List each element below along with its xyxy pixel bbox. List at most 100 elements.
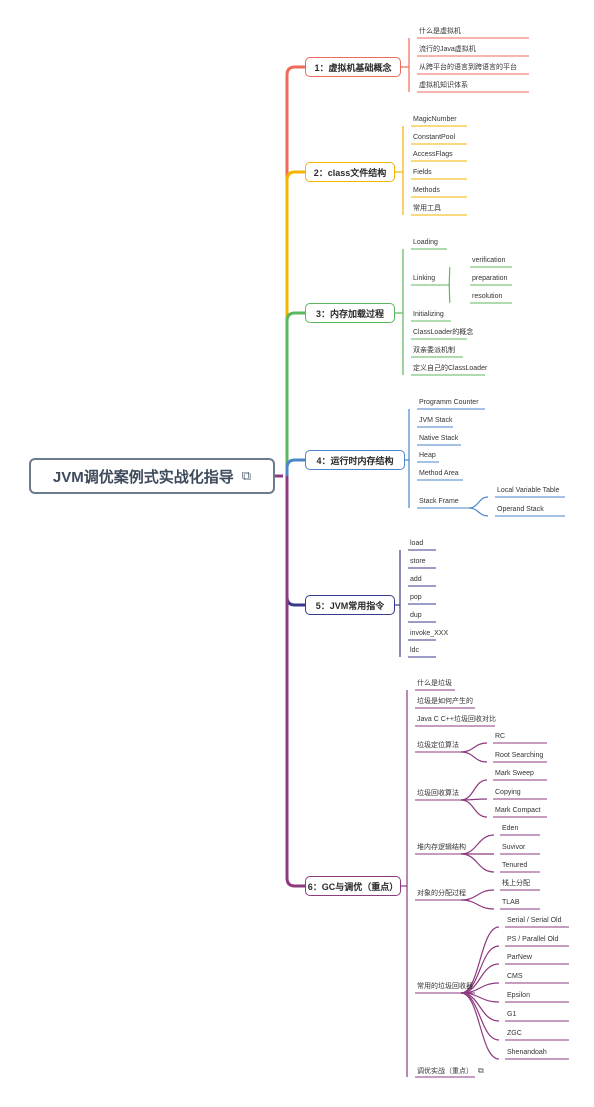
leaf-label: Loading xyxy=(413,239,438,246)
leaf-node[interactable]: 堆内存逻辑结构 xyxy=(417,843,466,853)
leaf-node[interactable]: ClassLoader的概念 xyxy=(413,328,473,338)
leaf-node[interactable]: load xyxy=(410,539,423,549)
connector xyxy=(460,742,488,753)
leaf-node[interactable]: Heap xyxy=(419,451,436,461)
leaf-label: 定义自己的ClassLoader xyxy=(413,365,488,372)
leaf-label: ParNew xyxy=(507,954,532,961)
connector xyxy=(468,507,489,517)
leaf-node[interactable]: Fields xyxy=(413,168,432,178)
leaf-label: PS / Parallel Old xyxy=(507,936,559,943)
leaf-node[interactable]: 垃圾是如何产生的 xyxy=(417,697,473,707)
leaf-node[interactable]: 虚拟机知识体系 xyxy=(419,81,468,91)
leaf-node[interactable]: ConstantPool xyxy=(413,133,455,143)
branch-label: 2：class文件结构 xyxy=(313,167,387,178)
leaf-label: Mark Sweep xyxy=(495,770,534,777)
leaf-node[interactable]: 栈上分配 xyxy=(502,879,530,889)
leaf-node[interactable]: verification xyxy=(472,256,505,266)
leaf-label: MagicNumber xyxy=(413,116,457,123)
leaf-node[interactable]: 对象的分配过程 xyxy=(417,889,466,899)
leaf-node[interactable]: Tenured xyxy=(502,861,527,871)
leaf-node[interactable]: JVM Stack xyxy=(419,416,452,426)
leaf-node[interactable]: Linking xyxy=(413,274,435,284)
leaf-node[interactable]: Mark Sweep xyxy=(495,769,534,779)
leaf-node[interactable]: Stack Frame xyxy=(419,497,459,507)
leaf-label: Native Stack xyxy=(419,435,459,442)
leaf-node[interactable]: TLAB xyxy=(502,898,520,908)
leaf-node[interactable]: Native Stack xyxy=(419,434,458,444)
leaf-node[interactable]: 什么是虚拟机 xyxy=(419,27,461,37)
leaf-node[interactable]: Method Area xyxy=(419,469,459,479)
leaf-node[interactable]: Eden xyxy=(502,824,518,834)
leaf-node[interactable]: ldc xyxy=(410,646,419,656)
leaf-label: Eden xyxy=(502,825,519,832)
leaf-node[interactable]: ZGC xyxy=(507,1029,522,1039)
leaf-node[interactable]: ParNew xyxy=(507,953,532,963)
leaf-node[interactable]: G1 xyxy=(507,1010,516,1020)
leaf-node[interactable]: Epsilon xyxy=(507,991,530,1001)
leaf-node[interactable]: resolution xyxy=(472,292,502,302)
leaf-label: pop xyxy=(410,594,422,601)
branch-node[interactable]: 5：JVM常用指令 xyxy=(305,595,395,615)
leaf-label: Suvivor xyxy=(502,844,526,851)
leaf-label: Initializing xyxy=(413,311,444,318)
leaf-node[interactable]: Initializing xyxy=(413,310,444,320)
connector xyxy=(460,853,495,873)
leaf-node[interactable]: Methods xyxy=(413,186,440,196)
link-icon[interactable]: ⧉ xyxy=(241,468,252,483)
leaf-node[interactable]: CMS xyxy=(507,972,523,982)
leaf-node[interactable]: Suvivor xyxy=(502,843,525,853)
leaf-node[interactable]: pop xyxy=(410,593,422,603)
branch-node[interactable]: 2：class文件结构 xyxy=(305,162,395,182)
leaf-node[interactable]: Java C C++垃圾回收对比 xyxy=(417,715,496,725)
leaf-node[interactable]: AccessFlags xyxy=(413,150,453,160)
connector xyxy=(285,65,305,476)
leaf-node[interactable]: store xyxy=(410,557,426,567)
branch-label: 1：虚拟机基础概念 xyxy=(314,62,392,73)
leaf-node[interactable]: 垃圾回收算法 xyxy=(417,789,459,799)
leaf-label: 常用的垃圾回收器 xyxy=(417,983,473,990)
leaf-label: Copying xyxy=(495,789,521,796)
leaf-node[interactable]: dup xyxy=(410,611,422,621)
leaf-node[interactable]: 垃圾定位算法 xyxy=(417,741,459,751)
leaf-node[interactable]: Root Searching xyxy=(495,751,543,761)
leaf-node[interactable]: Mark Compact xyxy=(495,806,541,816)
branch-node[interactable]: 6：GC与调优（重点） xyxy=(305,876,401,896)
leaf-node[interactable]: Loading xyxy=(413,238,438,248)
leaf-node[interactable]: 常用工具 xyxy=(413,204,441,214)
leaf-node[interactable]: Shenandoah xyxy=(507,1048,547,1058)
connector xyxy=(285,170,305,476)
leaf-node[interactable]: 定义自己的ClassLoader xyxy=(413,364,487,374)
leaf-node[interactable]: Serial / Serial Old xyxy=(507,916,561,926)
link-icon[interactable]: ⧉ xyxy=(478,1066,484,1075)
leaf-node[interactable]: add xyxy=(410,575,422,585)
leaf-node[interactable]: Local Variable Table xyxy=(497,486,559,496)
root-node[interactable]: JVM调优案例式实战化指导 ⧉ xyxy=(29,458,275,494)
leaf-node[interactable]: Programm Counter xyxy=(419,398,479,408)
leaf-label: Epsilon xyxy=(507,992,530,999)
leaf-node[interactable]: MagicNumber xyxy=(413,115,457,125)
leaf-node[interactable]: 常用的垃圾回收器 xyxy=(417,982,473,992)
leaf-node[interactable]: 调优实战（重点）⧉ xyxy=(417,1066,484,1077)
branch-label: 6：GC与调优（重点） xyxy=(307,881,399,892)
leaf-node[interactable]: Copying xyxy=(495,788,521,798)
leaf-label: Methods xyxy=(413,187,440,194)
leaf-node[interactable]: preparation xyxy=(472,274,507,284)
branch-node[interactable]: 3：内存加载过程 xyxy=(305,303,395,323)
leaf-node[interactable]: invoke_XXX xyxy=(410,629,448,639)
leaf-label: Linking xyxy=(413,275,436,282)
leaf-label: Operand Stack xyxy=(497,506,544,513)
connector xyxy=(285,458,305,476)
leaf-node[interactable]: Operand Stack xyxy=(497,505,544,515)
leaf-node[interactable]: 什么是垃圾 xyxy=(417,679,452,689)
leaf-node[interactable]: 从跨平台的语言到跨语言的平台 xyxy=(419,63,517,73)
leaf-label: 流行的Java虚拟机 xyxy=(419,46,476,53)
leaf-node[interactable]: RC xyxy=(495,732,505,742)
branch-node[interactable]: 1：虚拟机基础概念 xyxy=(305,57,401,77)
leaf-node[interactable]: 双亲委派机制 xyxy=(413,346,455,356)
leaf-node[interactable]: 流行的Java虚拟机 xyxy=(419,45,476,55)
leaf-label: invoke_XXX xyxy=(410,630,449,637)
branch-node[interactable]: 4：运行时内存结构 xyxy=(305,450,405,470)
leaf-label: 什么是垃圾 xyxy=(417,680,452,687)
leaf-label: load xyxy=(410,540,424,547)
leaf-node[interactable]: PS / Parallel Old xyxy=(507,935,558,945)
